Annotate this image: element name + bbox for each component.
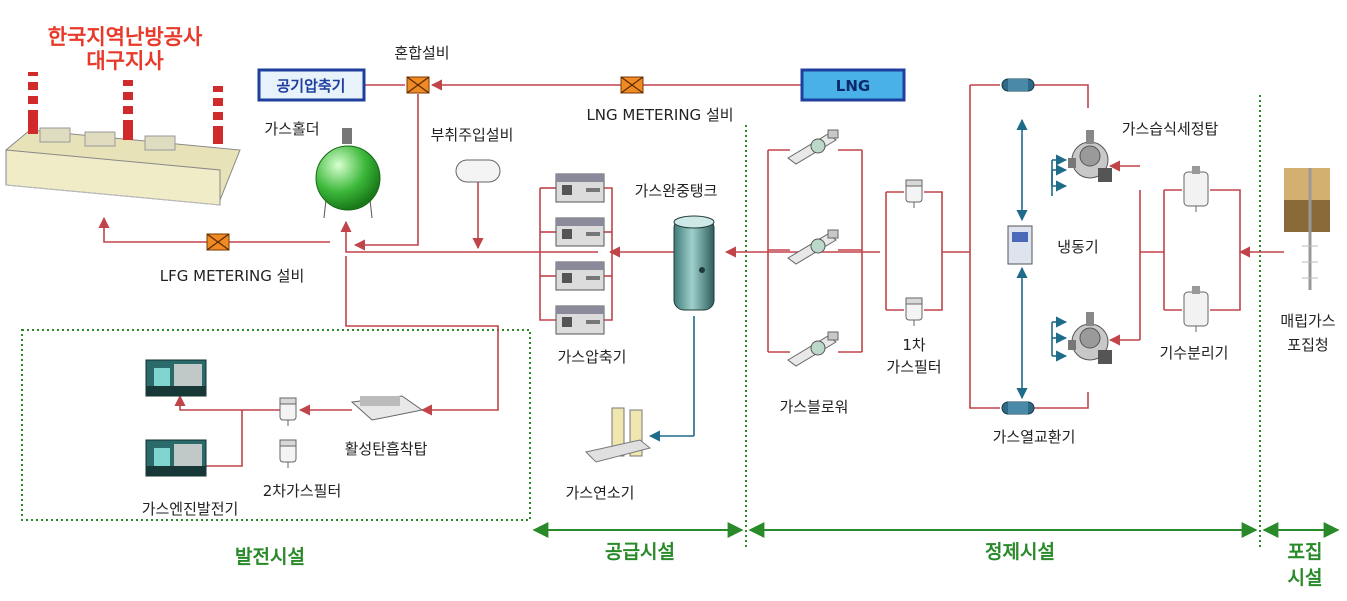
section-collection-label-line2: 시설 bbox=[1288, 567, 1323, 589]
separator-1 bbox=[1183, 165, 1209, 213]
buffer-tank bbox=[673, 215, 715, 311]
gas-engine-1 bbox=[145, 359, 207, 397]
gas-compressor-label: 가스압축기 bbox=[557, 348, 626, 366]
secondary-filter-label: 2차가스필터 bbox=[263, 482, 342, 500]
refrigerator-label: 냉동기 bbox=[1057, 238, 1098, 256]
separator-2 bbox=[1183, 285, 1209, 333]
gas-compressor-3 bbox=[555, 261, 605, 291]
gas-holder-sphere bbox=[315, 128, 381, 219]
activated-carbon-tower bbox=[350, 395, 424, 421]
gas-engine-label: 가스엔진발전기 bbox=[142, 500, 239, 518]
primary-filter-label-line2: 가스필터 bbox=[886, 358, 941, 376]
section-collection-label-line1: 포집 bbox=[1288, 541, 1323, 563]
odorant-label: 부취주입설비 bbox=[431, 126, 514, 144]
gas-blower-2 bbox=[787, 229, 839, 265]
gas-combustor bbox=[585, 407, 652, 463]
heat-exchanger-label: 가스열교환기 bbox=[993, 428, 1076, 446]
secondary-filter-1 bbox=[279, 397, 297, 427]
lng-label: LNG bbox=[836, 77, 870, 95]
air-compressor-label: 공기압축기 bbox=[276, 77, 345, 95]
collection-well-label-line2: 포집청 bbox=[1287, 336, 1328, 354]
power-plant-illustration bbox=[4, 72, 241, 206]
collection-well bbox=[1284, 168, 1330, 290]
lng-box bbox=[800, 68, 906, 102]
air-compressor-box bbox=[257, 68, 366, 102]
secondary-filter-2 bbox=[279, 439, 297, 469]
lng-metering-label: LNG METERING 설비 bbox=[586, 106, 733, 124]
lfg-metering-valve bbox=[206, 233, 230, 251]
gas-compressor-2 bbox=[555, 217, 605, 247]
mixing-valve bbox=[406, 76, 430, 94]
heat-exchanger-top bbox=[1001, 78, 1035, 92]
gas-engine-2 bbox=[145, 439, 207, 477]
primary-filter-1 bbox=[905, 179, 923, 209]
gas-blower-1 bbox=[787, 129, 839, 165]
refrigerant-lines bbox=[648, 118, 1068, 442]
heat-exchanger-bottom bbox=[1001, 401, 1035, 415]
activated-carbon-label: 활성탄흡착탑 bbox=[345, 440, 428, 458]
gas-blower-label: 가스블로워 bbox=[779, 398, 848, 416]
buffer-tank-label: 가스완중탱크 bbox=[635, 182, 718, 200]
lng-metering-valve bbox=[620, 76, 644, 94]
gas-compressor-4 bbox=[555, 305, 605, 335]
primary-filter-label-line1: 1차 bbox=[902, 336, 926, 354]
gas-holder-label: 가스홀더 bbox=[264, 120, 319, 138]
org-title-line1: 한국지역난방공사 bbox=[48, 25, 203, 49]
refrigerator-unit bbox=[1007, 225, 1033, 265]
wet-scrubber-label: 가스습식세정탑 bbox=[1122, 120, 1219, 138]
gas-combustor-label: 가스연소기 bbox=[565, 484, 634, 502]
lfg-metering-label: LFG METERING 설비 bbox=[160, 267, 305, 285]
section-power-label: 발전시설 bbox=[235, 546, 305, 568]
primary-filter-2 bbox=[905, 297, 923, 327]
wet-scrubber-1 bbox=[1067, 129, 1113, 183]
section-supply-label: 공급시설 bbox=[605, 541, 675, 563]
section-refining-label: 정제시설 bbox=[985, 541, 1055, 563]
collection-well-label-line1: 매립가스 bbox=[1280, 312, 1335, 330]
wet-scrubber-2 bbox=[1067, 311, 1113, 365]
odorant-injector bbox=[455, 159, 501, 183]
org-title-line2: 대구지사 bbox=[86, 49, 164, 73]
gas-compressor-1 bbox=[555, 173, 605, 203]
separator-label: 기수분리기 bbox=[1159, 344, 1228, 362]
zone-borders bbox=[21, 95, 1261, 548]
mixing-label: 혼합설비 bbox=[394, 44, 449, 62]
gas-blower-3 bbox=[787, 331, 839, 367]
